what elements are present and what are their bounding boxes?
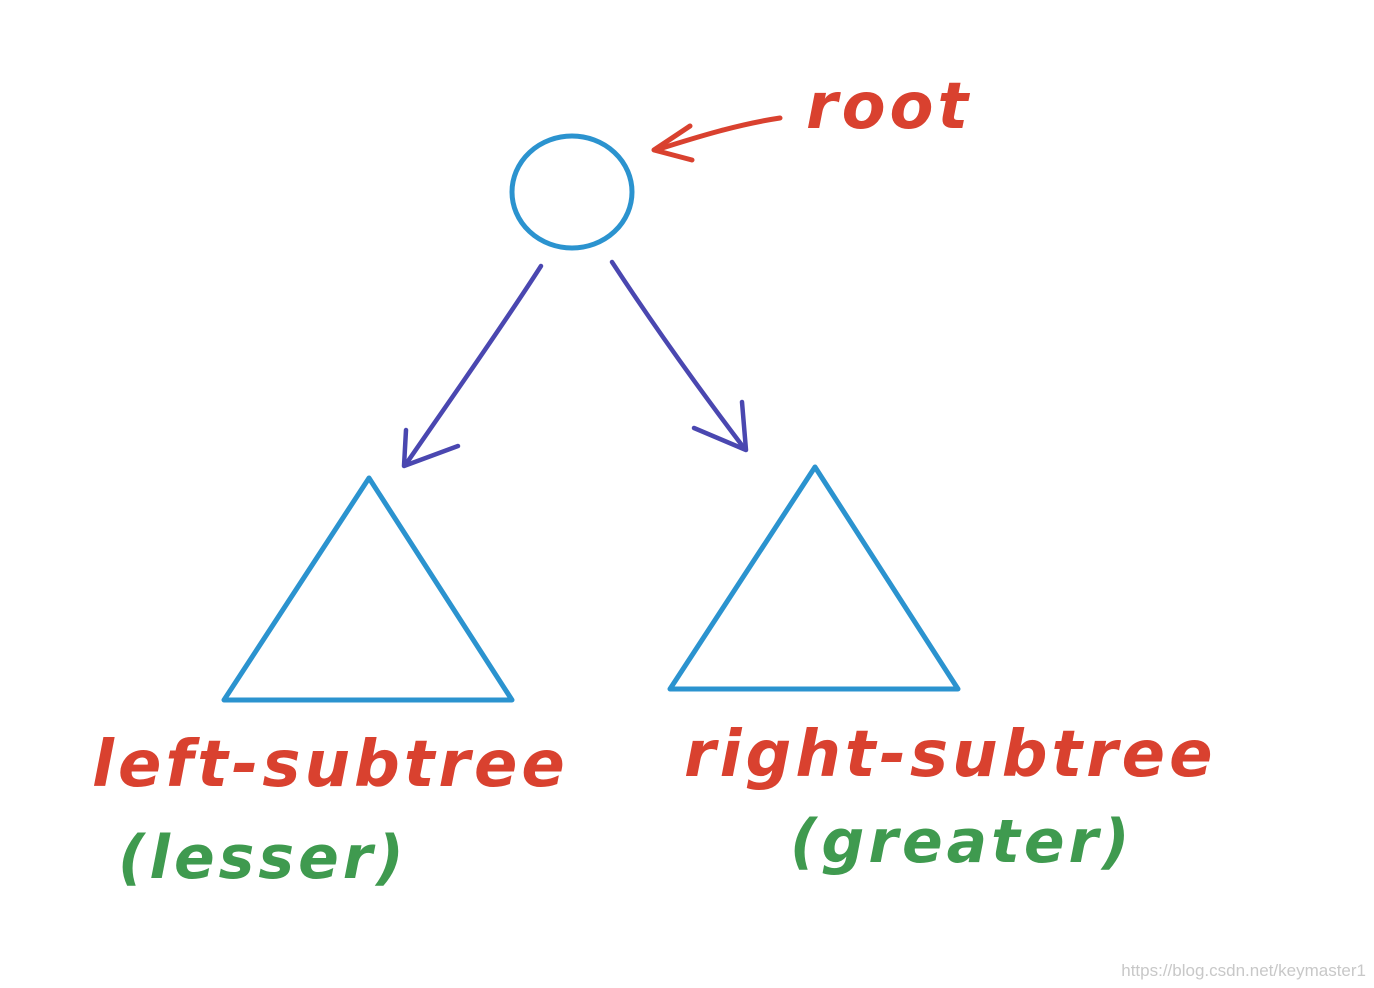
right-edge-arrow bbox=[609, 259, 749, 453]
right-subtree-label: right-subtree bbox=[684, 718, 1216, 792]
left-edge-arrow bbox=[401, 263, 544, 469]
source-watermark: https://blog.csdn.net/keymaster1 bbox=[1121, 961, 1366, 980]
left-subtree-note: (lesser) bbox=[118, 823, 408, 893]
root-node bbox=[509, 133, 635, 251]
right-subtree-note: (greater) bbox=[790, 807, 1134, 877]
left-subtree-label: left-subtree bbox=[92, 728, 569, 802]
left-subtree-triangle bbox=[221, 475, 515, 703]
right-subtree-triangle bbox=[667, 464, 961, 692]
root-label: root bbox=[806, 70, 972, 144]
root-pointer-arrow bbox=[651, 115, 783, 163]
